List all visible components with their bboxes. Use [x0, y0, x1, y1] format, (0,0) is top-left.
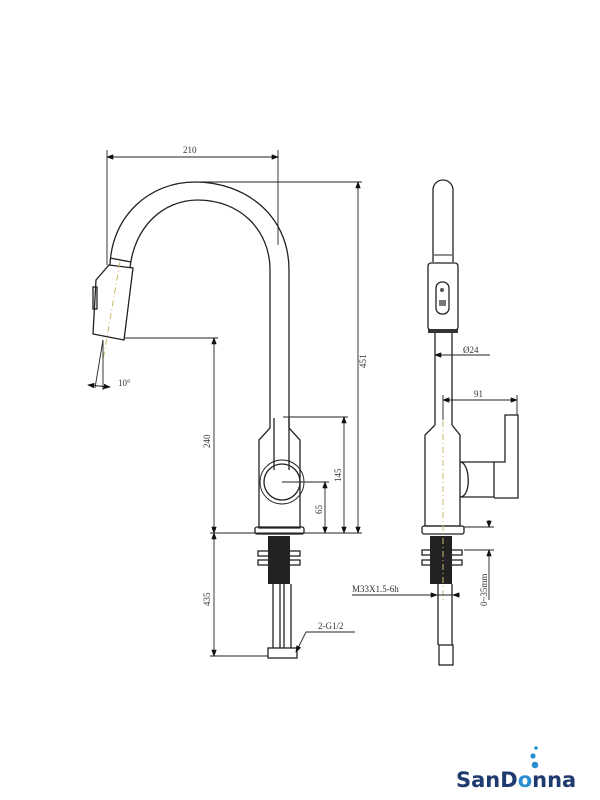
- side-view: Ø24 91 0~35mm M33X1.5-6h: [352, 179, 519, 666]
- dim-10-degree: 10°: [118, 378, 131, 388]
- spray-head: [92, 264, 134, 341]
- dim-m33-thread: M33X1.5-6h: [352, 584, 399, 594]
- dim-435: 435: [202, 592, 212, 606]
- dim-65: 65: [314, 505, 324, 515]
- dim-210: 210: [183, 145, 197, 155]
- dim-451: 451: [358, 355, 368, 369]
- logo-text: SanDonna: [456, 768, 576, 792]
- dim-145: 145: [333, 468, 343, 482]
- dim-240: 240: [202, 434, 212, 448]
- gooseneck-spout: [109, 181, 290, 418]
- dim-2-g1-2: 2-G1/2: [318, 621, 344, 631]
- dim-91: 91: [474, 389, 483, 399]
- body: [254, 418, 305, 535]
- dim-deck-thickness: 0~35mm: [479, 574, 489, 606]
- sandonna-logo: SanDonna: [456, 746, 576, 792]
- front-view: 210 451 240 145 65 435 2-G1/2 10°: [87, 145, 368, 659]
- dim-diameter-24: Ø24: [463, 345, 479, 355]
- mounting-nut: [257, 536, 301, 659]
